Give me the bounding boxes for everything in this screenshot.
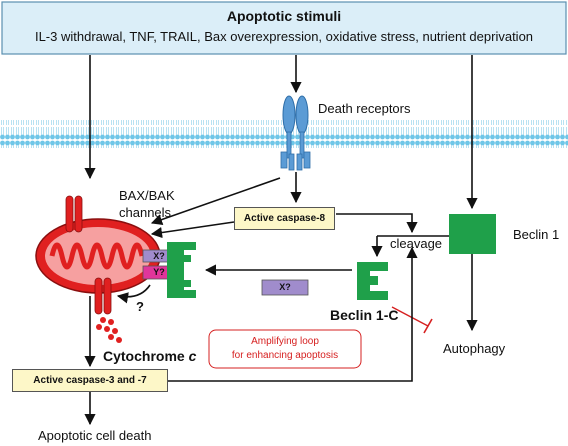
death-receptor-icon (280, 95, 311, 171)
cytochrome-label-prefix: Cytochrome (103, 348, 189, 364)
y-protein-mito-label: Y? (153, 267, 165, 277)
active-caspase37-box: Active caspase-3 and -7 (12, 369, 168, 392)
header-box (1, 1, 567, 55)
autophagy-label: Autophagy (443, 341, 506, 356)
active-caspase8-box: Active caspase-8 (234, 207, 335, 230)
x-protein-mid-label: X? (279, 282, 291, 292)
beclin1c-bound-shape (167, 242, 196, 298)
header-title: Apoptotic stimuli (226, 8, 342, 24)
beclin1-box (449, 214, 496, 254)
x-protein-mid (261, 279, 309, 296)
bax-bak-channel-icon (65, 195, 83, 233)
header-subtitle: IL-3 withdrawal, TNF, TRAIL, Bax overexp… (34, 29, 534, 44)
arrow-caspase8-to-cleavage (336, 213, 418, 234)
bax-bak-label: BAX/BAK (119, 188, 175, 203)
arrow-caspase8-to-mito (150, 221, 235, 239)
channels-label: channels (119, 205, 172, 220)
beclin1c-label: Beclin 1-C (330, 307, 399, 323)
x-protein-mito-label: X? (153, 251, 165, 261)
cytochrome-label-c: c (188, 348, 197, 364)
apoptotic-death-label: Apoptotic cell death (38, 428, 152, 443)
beclin1-label: Beclin 1 (513, 227, 560, 242)
beclin1c-shape (357, 262, 388, 300)
curved-arrow-question (116, 284, 151, 304)
bax-bak-lower-channel-icon (94, 277, 112, 315)
inhibition-line (391, 306, 429, 327)
amplifying-loop-line1: Amplifying loop (251, 336, 319, 347)
mitochondrion-icon (35, 218, 161, 294)
cleavage-label: cleavage (390, 236, 443, 251)
arrow-receptor-to-bax (150, 177, 281, 225)
arrow-amplifying-loop (168, 246, 418, 382)
amplifying-loop-line2: for enhancing apoptosis (231, 350, 339, 361)
amplifying-loop-box (208, 329, 362, 369)
death-receptors-label: Death receptors (318, 101, 411, 116)
inhibition-bar (423, 318, 433, 334)
cytochrome-c-label: Cytochrome c (103, 348, 196, 364)
cytochrome-c-dots (96, 317, 122, 343)
question-mark-label: ? (136, 299, 144, 314)
